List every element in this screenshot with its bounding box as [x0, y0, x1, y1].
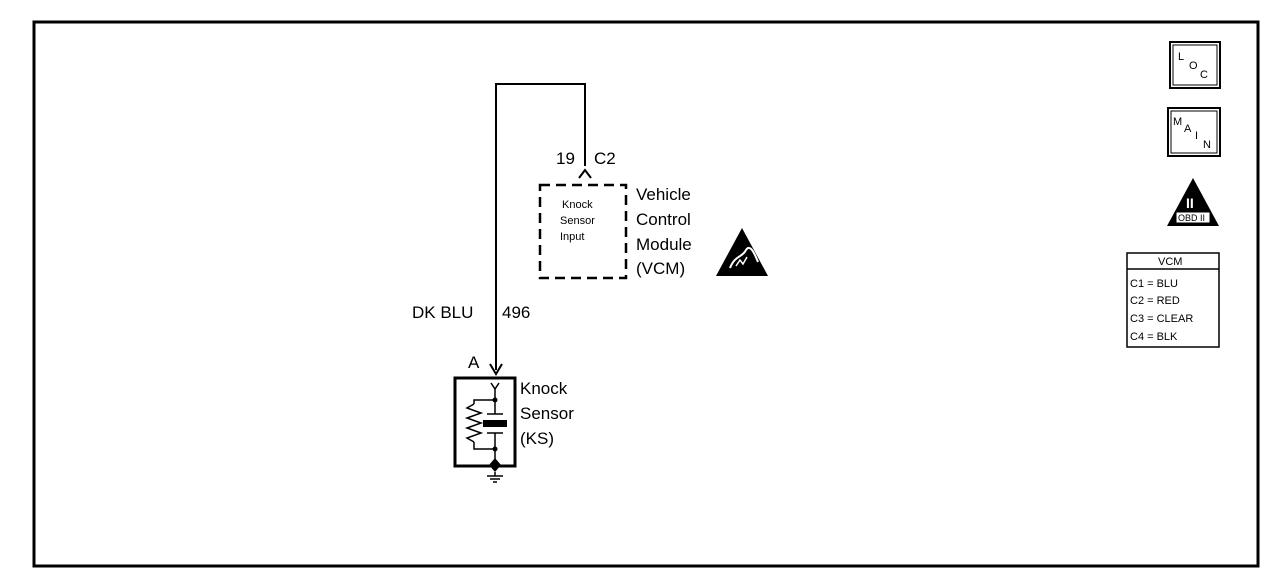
main-icon[interactable]: M A I N	[1167, 107, 1221, 157]
svg-text:L: L	[1178, 51, 1184, 63]
sensor-label-line-1: Knock	[520, 379, 568, 398]
esd-warning-icon	[716, 228, 768, 276]
knock-sensor-symbol	[453, 376, 517, 483]
vcm-connector-legend: VCM C1 = BLU C2 = RED C3 = CLEAR C4 = BL…	[1126, 252, 1220, 348]
wire-dk-blu-496	[495, 83, 586, 370]
vcm-internal-line-1: Knock	[562, 199, 593, 211]
sensor-label-line-2: Sensor	[520, 404, 574, 423]
diagram-border	[32, 20, 1260, 568]
sensor-terminal-label: A	[468, 353, 480, 372]
connector-id: C2	[594, 149, 616, 168]
legend-row-c2: C2 = RED	[1130, 295, 1180, 307]
svg-text:A: A	[1184, 123, 1192, 135]
legend-row-c4: C4 = BLK	[1130, 331, 1178, 343]
svg-text:C: C	[1200, 69, 1208, 81]
legend-row-c3: C3 = CLEAR	[1130, 313, 1193, 325]
vcm-internal-line-2: Sensor	[560, 215, 595, 227]
vcm-label-line-3: Module	[636, 235, 692, 254]
svg-text:II: II	[1186, 195, 1194, 211]
legend-row-c1: C1 = BLU	[1130, 278, 1178, 290]
loc-icon[interactable]: L O C	[1169, 41, 1221, 89]
connector-c2-chevron	[578, 168, 592, 179]
svg-text:OBD II: OBD II	[1178, 213, 1205, 223]
svg-text:O: O	[1189, 60, 1198, 72]
svg-text:N: N	[1203, 139, 1211, 151]
wire-color-label: DK BLU	[412, 303, 473, 322]
wire-circuit-label: 496	[502, 303, 530, 322]
vcm-label-line-1: Vehicle	[636, 185, 691, 204]
vcm-label-line-2: Control	[636, 210, 691, 229]
terminal-a-arrow	[489, 363, 503, 376]
sensor-label-line-3: (KS)	[520, 429, 554, 448]
connector-pin-number: 19	[556, 149, 575, 168]
vcm-label-line-4: (VCM)	[636, 259, 685, 278]
svg-text:I: I	[1195, 130, 1198, 142]
svg-text:M: M	[1173, 116, 1182, 128]
legend-title: VCM	[1158, 256, 1182, 268]
vcm-internal-line-3: Input	[560, 231, 584, 243]
obd-ii-icon[interactable]: II OBD II	[1167, 178, 1219, 226]
vcm-dashed-box	[538, 183, 628, 280]
